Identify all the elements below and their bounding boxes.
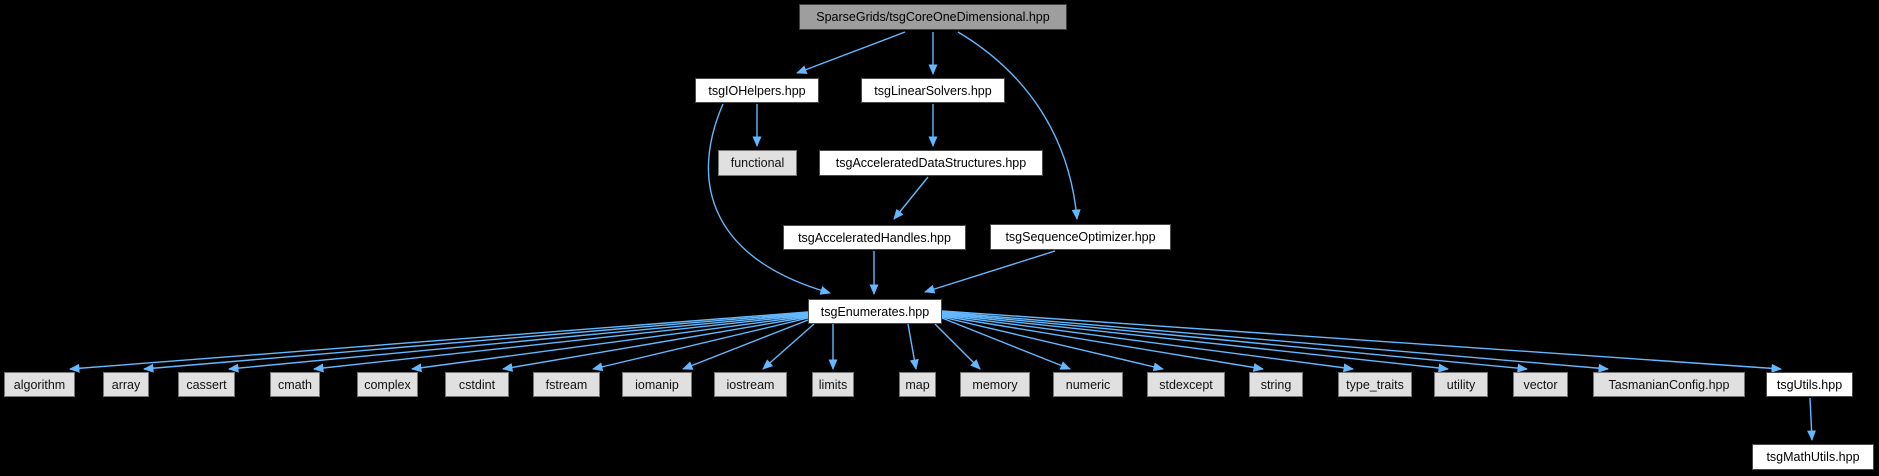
node-algorithm: algorithm xyxy=(4,372,75,397)
node-vector: vector xyxy=(1513,372,1568,397)
node-string: string xyxy=(1249,372,1303,397)
node-type-traits: type_traits xyxy=(1338,372,1412,397)
node-tsgmathutils[interactable]: tsgMathUtils.hpp xyxy=(1752,444,1874,470)
node-stdexcept: stdexcept xyxy=(1147,372,1225,397)
node-cassert: cassert xyxy=(178,372,235,397)
node-utility: utility xyxy=(1434,372,1488,397)
node-functional: functional xyxy=(718,150,797,176)
node-sparsegrids-tsgcoreonedimensional: SparseGrids/tsgCoreOneDimensional.hpp xyxy=(799,4,1067,30)
node-fstream: fstream xyxy=(533,372,600,397)
node-tsgutils[interactable]: tsgUtils.hpp xyxy=(1766,372,1853,397)
node-limits: limits xyxy=(812,372,854,397)
node-iomanip: iomanip xyxy=(622,372,692,397)
node-tsgaccelerateddatastructures[interactable]: tsgAcceleratedDataStructures.hpp xyxy=(819,150,1043,176)
node-complex: complex xyxy=(357,372,418,397)
node-tsgiohelpers[interactable]: tsgIOHelpers.hpp xyxy=(695,78,819,103)
node-numeric: numeric xyxy=(1053,372,1123,397)
node-tsgsequenceoptimizer[interactable]: tsgSequenceOptimizer.hpp xyxy=(990,224,1171,250)
node-cmath: cmath xyxy=(270,372,320,397)
node-array: array xyxy=(103,372,149,397)
node-memory: memory xyxy=(960,372,1030,397)
node-tasmanianconfig: TasmanianConfig.hpp xyxy=(1593,372,1745,397)
node-map: map xyxy=(899,372,936,397)
node-iostream: iostream xyxy=(714,372,787,397)
node-tsglinearsolvers[interactable]: tsgLinearSolvers.hpp xyxy=(861,78,1005,103)
node-tsgenumerates[interactable]: tsgEnumerates.hpp xyxy=(808,299,942,324)
node-tsgacceleratedhandles[interactable]: tsgAcceleratedHandles.hpp xyxy=(783,225,966,250)
node-cstdint: cstdint xyxy=(445,372,509,397)
